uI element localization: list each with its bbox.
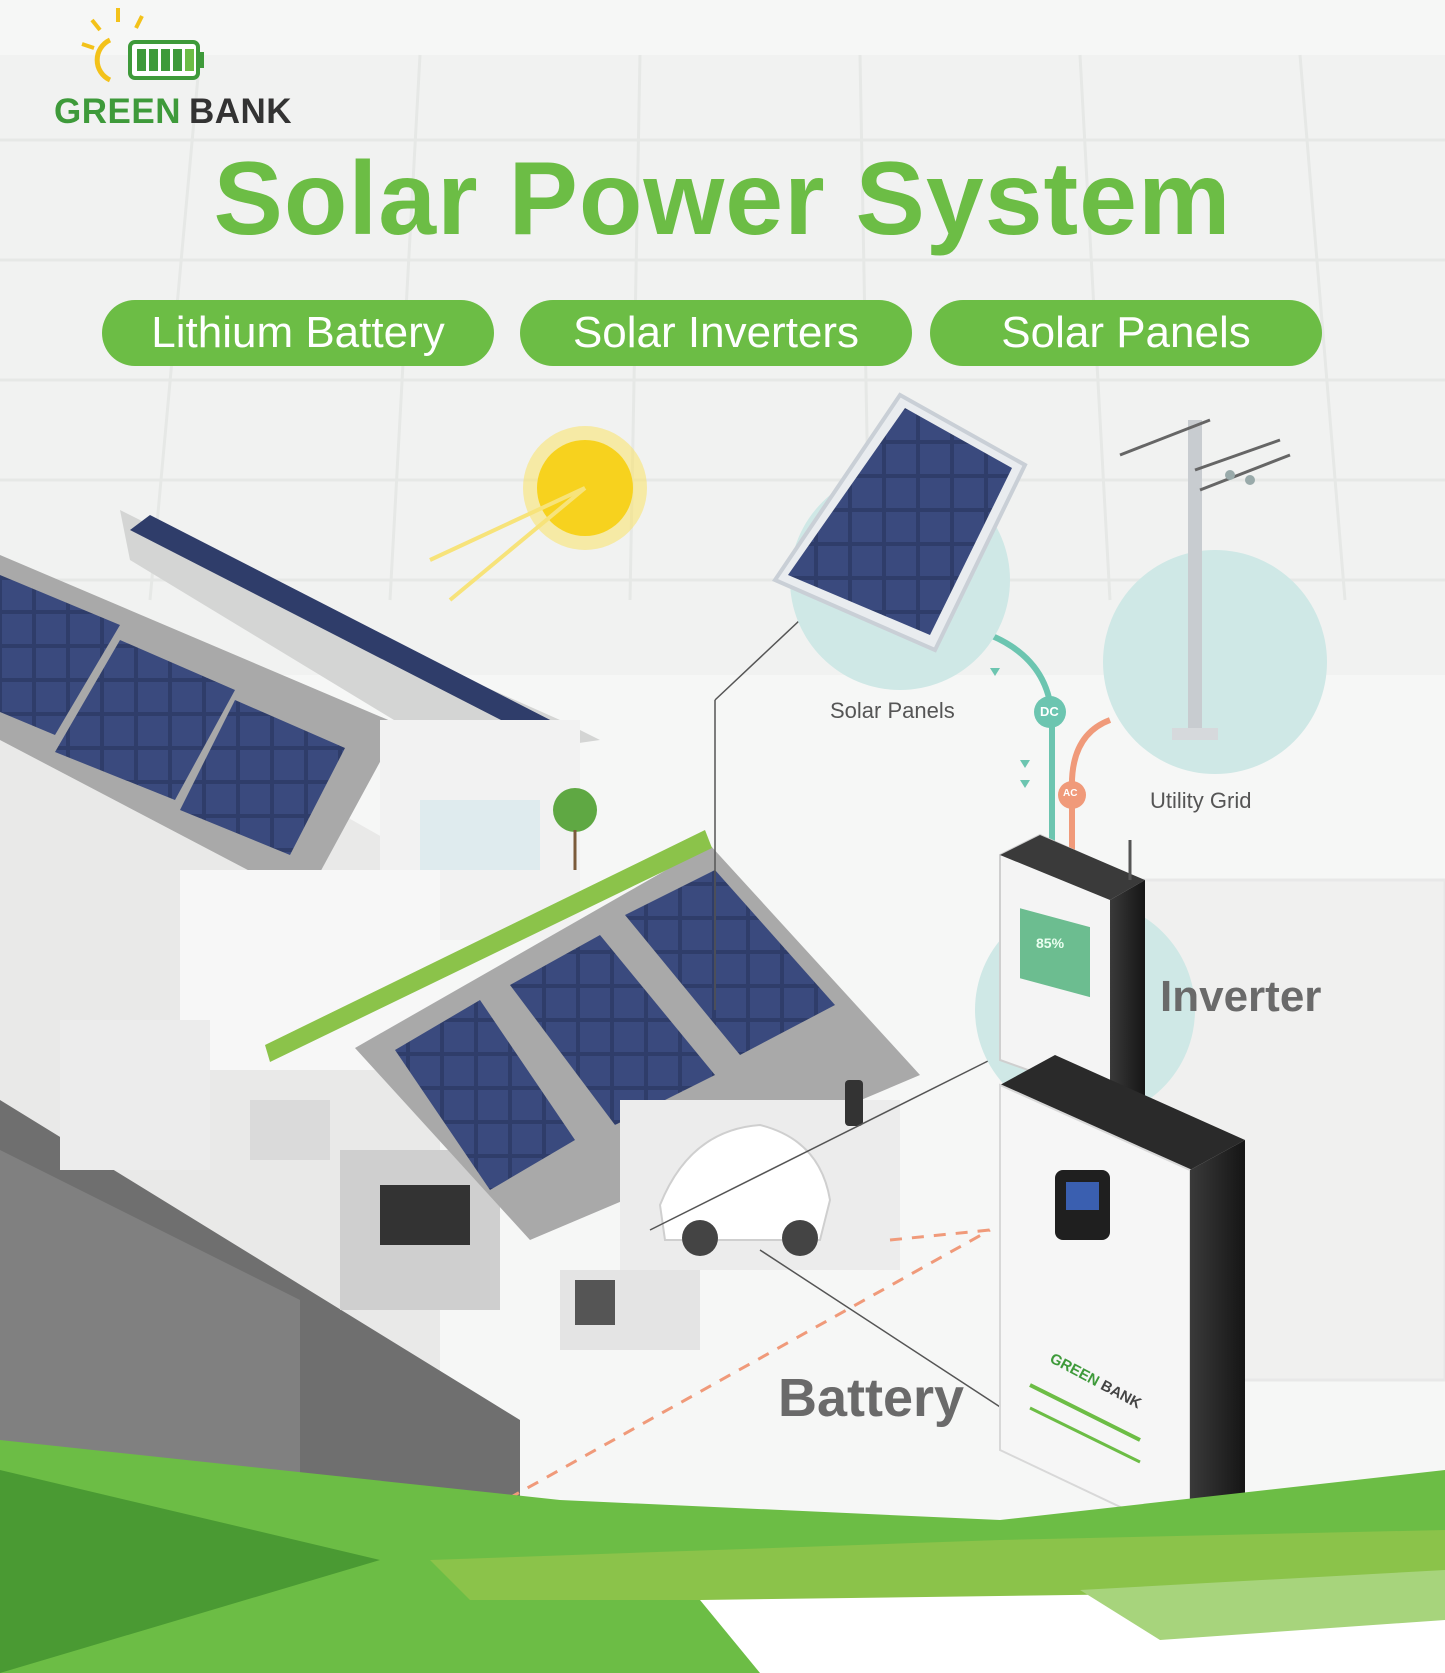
inverter-device-icon (975, 833, 1195, 1130)
category-pill-solar-panels: Solar Panels (930, 300, 1322, 366)
utility-grid-label: Utility Grid (1150, 788, 1252, 813)
brand-name-part2: BANK (188, 92, 293, 131)
dc-badge-label: DC (1040, 704, 1059, 719)
brand-name-part1: GREEN (54, 92, 181, 131)
page-title: Solar Power System (213, 141, 1232, 257)
sun-icon (429, 426, 647, 602)
inverter-label: Inverter (1160, 972, 1322, 1021)
ground-swoosh (0, 1440, 1445, 1673)
inverter-screen-readout: 85% (1036, 935, 1065, 951)
category-pill-lithium-battery: Lithium Battery (102, 300, 494, 366)
battery-label: Battery (778, 1368, 965, 1428)
battery-device-icon (999, 1055, 1245, 1542)
solar-panels-label: Solar Panels (830, 698, 955, 723)
utility-pole-icon (1103, 418, 1327, 774)
category-pill-solar-inverters: Solar Inverters (520, 300, 912, 366)
ac-badge-label: AC (1063, 788, 1078, 799)
dc-badge (1034, 696, 1066, 728)
solar-panel-detail-icon (771, 392, 1028, 690)
ac-badge (1058, 781, 1086, 809)
sun-battery-logo-icon (81, 8, 204, 83)
